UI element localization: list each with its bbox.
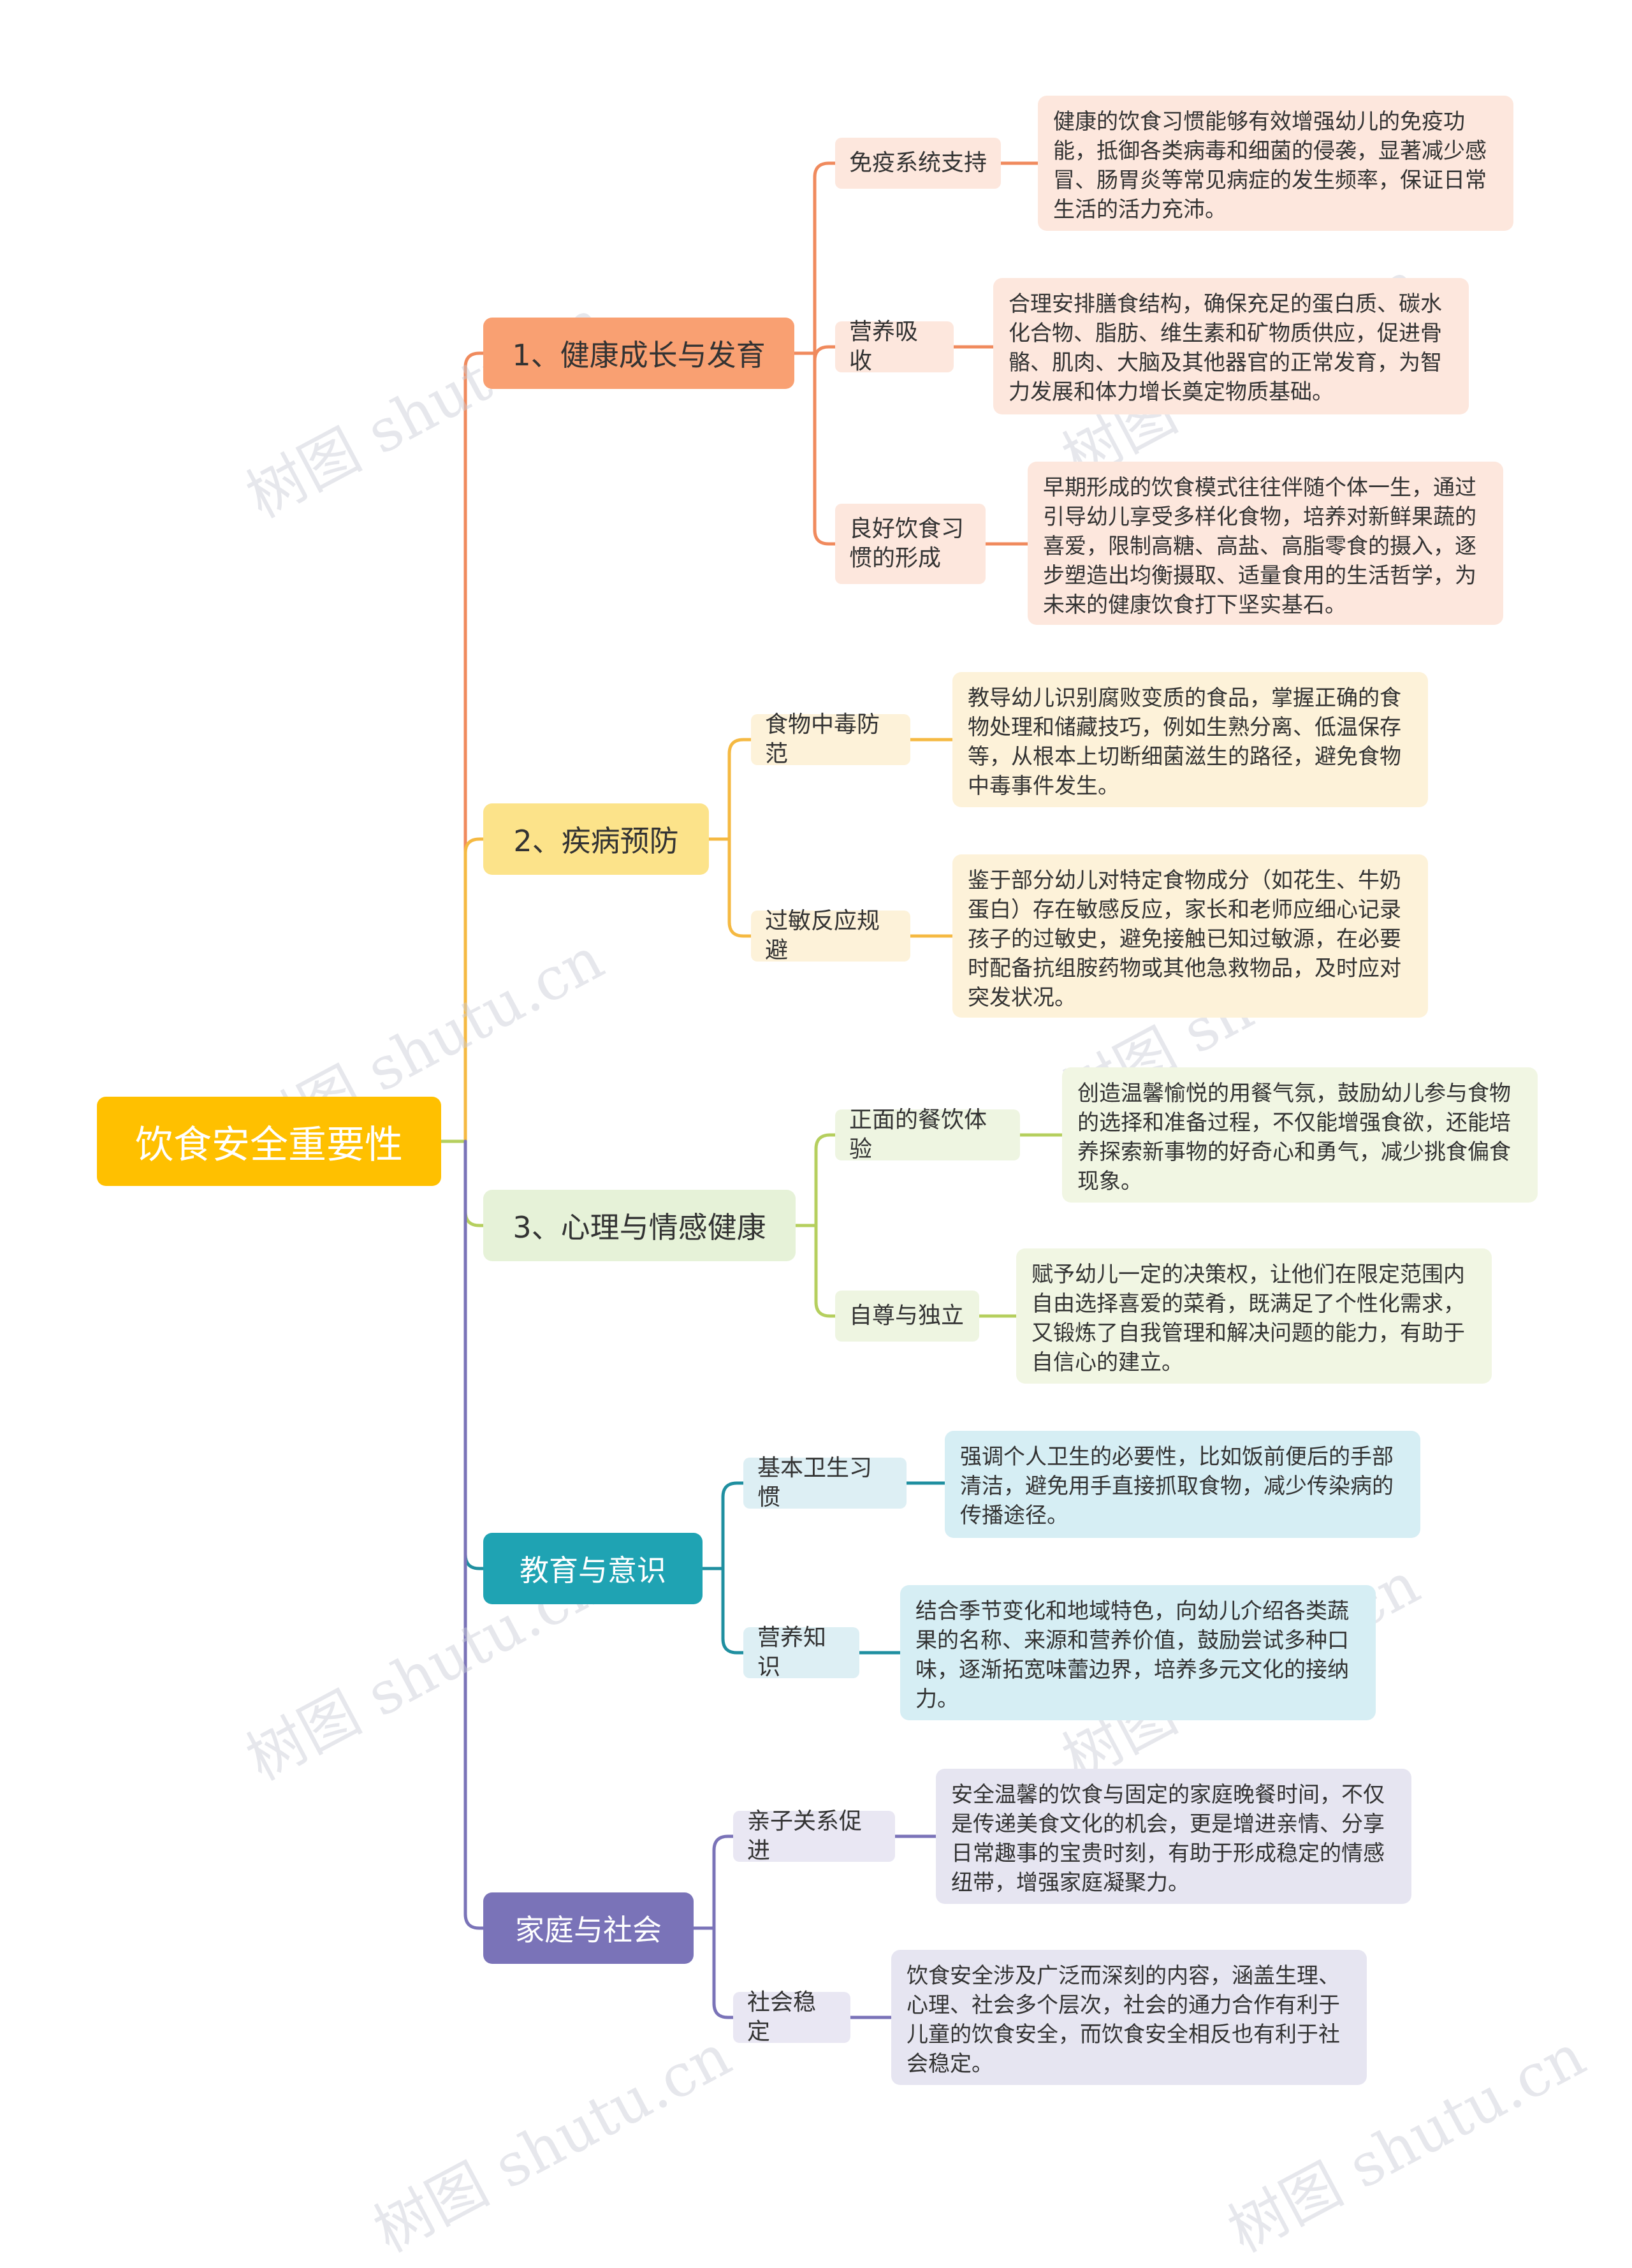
branch-education-awareness[interactable]: 教育与意识: [483, 1533, 703, 1604]
subtopic-label: 基本卫生习惯: [757, 1455, 873, 1511]
branch-health-growth[interactable]: 1、健康成长与发育: [483, 318, 794, 389]
subtopic-label: 良好饮食习惯的形成: [849, 516, 965, 571]
subtopic-eating-habits[interactable]: 良好饮食习惯的形成: [835, 504, 986, 584]
branch-label: 1、健康成长与发育: [512, 338, 766, 372]
detail-text: 健康的饮食习惯能够有效增强幼儿的免疫功能，抵御各类病毒和细菌的侵袭，显著减少感冒…: [1053, 109, 1487, 223]
root-topic[interactable]: 饮食安全重要性: [97, 1097, 441, 1186]
detail-nutrition-knowledge: 结合季节变化和地域特色，向幼儿介绍各类蔬果的名称、来源和营养价值，鼓励尝试多种口…: [900, 1585, 1376, 1720]
branch-label: 教育与意识: [520, 1553, 666, 1588]
subtopic-connector: [707, 738, 753, 841]
detail-social-stability: 饮食安全涉及广泛而深刻的内容，涵盖生理、心理、社会多个层次，社会的通力合作有利于…: [891, 1950, 1367, 2085]
subtopic-immune-support[interactable]: 免疫系统支持: [835, 138, 1001, 189]
subtopic-label: 自尊与独立: [849, 1303, 965, 1329]
branch-disease-prevention[interactable]: 2、疾病预防: [483, 803, 709, 875]
subtopic-nutrient-absorption[interactable]: 营养吸收: [835, 319, 954, 374]
subtopic-label: 亲子关系促进: [747, 1808, 863, 1864]
branch-connector: [463, 837, 485, 1143]
detail-allergy-avoidance: 鉴于部分幼儿对特定食物成分（如花生、牛奶蛋白）存在敏感反应，家长和老师应细心记录…: [952, 854, 1428, 1018]
detail-text: 安全温馨的饮食与固定的家庭晚餐时间，不仅是传递美食文化的机会，更是增进亲情、分享…: [951, 1782, 1385, 1896]
detail-nutrient-absorption: 合理安排膳食结构，确保充足的蛋白质、碳水化合物、脂肪、维生素和矿物质供应，促进骨…: [993, 278, 1469, 414]
subtopic-label: 营养吸收: [849, 319, 919, 374]
detail-food-poisoning: 教导幼儿识别腐败变质的食品，掌握正确的食物处理和储藏技巧，例如生熟分离、低温保存…: [952, 672, 1428, 807]
subtopic-connector: [792, 351, 837, 546]
subtopic-connector: [794, 1133, 837, 1227]
subtopic-connector: [701, 1481, 745, 1570]
subtopic-label: 社会稳定: [747, 1989, 817, 2045]
branch-mental-emotional-health[interactable]: 3、心理与情感健康: [483, 1190, 796, 1261]
root-topic-label: 饮食安全重要性: [135, 1122, 403, 1167]
branch-family-society[interactable]: 家庭与社会: [483, 1892, 694, 1964]
subtopic-allergy-avoidance[interactable]: 过敏反应规避: [751, 908, 910, 963]
subtopic-positive-dining[interactable]: 正面的餐饮体验: [835, 1107, 1020, 1162]
branch-connector: [463, 1139, 485, 1930]
subtopic-parent-child[interactable]: 亲子关系促进: [733, 1808, 895, 1864]
detail-text: 鉴于部分幼儿对特定食物成分（如花生、牛奶蛋白）存在敏感反应，家长和老师应细心记录…: [968, 868, 1401, 1011]
detail-text: 结合季节变化和地域特色，向幼儿介绍各类蔬果的名称、来源和营养价值，鼓励尝试多种口…: [915, 1599, 1349, 1712]
subtopic-label: 过敏反应规避: [765, 908, 880, 963]
subtopic-label: 食物中毒防范: [765, 712, 880, 767]
detail-text: 早期形成的饮食模式往往伴随个体一生，通过引导幼儿享受多样化食物，培养对新鲜果蔬的…: [1043, 475, 1476, 618]
branch-label: 3、心理与情感健康: [513, 1210, 766, 1245]
subtopic-nutrition-knowledge[interactable]: 营养知识: [743, 1625, 859, 1680]
detail-self-esteem: 赋予幼儿一定的决策权，让他们在限定范围内自由选择喜爱的菜肴，既满足了个性化需求，…: [1016, 1248, 1492, 1384]
detail-text: 赋予幼儿一定的决策权，让他们在限定范围内自由选择喜爱的菜肴，既满足了个性化需求，…: [1031, 1262, 1465, 1375]
branch-label: 家庭与社会: [515, 1913, 662, 1947]
mindmap-canvas: 树图 shutu.cn 树图 shutu.cn 树图 shutu.cn 树图 s…: [97, 96, 1596, 2265]
detail-text: 强调个人卫生的必要性，比如饭前便后的手部清洁，避免用手直接抓取食物，减少传染病的…: [960, 1444, 1394, 1528]
detail-immune-support: 健康的饮食习惯能够有效增强幼儿的免疫功能，抵御各类病毒和细菌的侵袭，显著减少感冒…: [1038, 96, 1513, 231]
detail-eating-habits: 早期形成的饮食模式往往伴随个体一生，通过引导幼儿享受多样化食物，培养对新鲜果蔬的…: [1028, 462, 1503, 625]
detail-text: 合理安排膳食结构，确保充足的蛋白质、碳水化合物、脂肪、维生素和矿物质供应，促进骨…: [1009, 291, 1442, 405]
branch-connector: [463, 1139, 485, 1227]
detail-text: 饮食安全涉及广泛而深刻的内容，涵盖生理、心理、社会多个层次，社会的通力合作有利于…: [907, 1963, 1340, 2077]
branch-connector: [463, 1139, 485, 1570]
subtopic-social-stability[interactable]: 社会稳定: [733, 1989, 850, 2045]
subtopic-food-poisoning[interactable]: 食物中毒防范: [751, 712, 910, 767]
subtopic-hygiene-habits[interactable]: 基本卫生习惯: [743, 1455, 907, 1511]
subtopic-label: 营养知识: [757, 1625, 827, 1680]
detail-text: 创造温馨愉悦的用餐气氛，鼓励幼儿参与食物的选择和准备过程，不仅能增强食欲，还能培…: [1077, 1081, 1511, 1194]
subtopic-connector: [692, 1834, 735, 1930]
subtopic-connector: [707, 837, 753, 938]
detail-text: 教导幼儿识别腐败变质的食品，掌握正确的食物处理和储藏技巧，例如生熟分离、低温保存…: [968, 685, 1401, 799]
connector-lines: [439, 161, 1064, 2019]
detail-parent-child: 安全温馨的饮食与固定的家庭晚餐时间，不仅是传递美食文化的机会，更是增进亲情、分享…: [936, 1769, 1411, 1904]
subtopic-connector: [692, 1926, 735, 2019]
branch-connector: [463, 351, 485, 1143]
subtopic-connector: [792, 161, 837, 355]
branch-label: 2、疾病预防: [513, 824, 679, 858]
subtopic-label: 免疫系统支持: [849, 150, 987, 176]
subtopic-self-esteem[interactable]: 自尊与独立: [835, 1291, 979, 1342]
detail-hygiene-habits: 强调个人卫生的必要性，比如饭前便后的手部清洁，避免用手直接抓取食物，减少传染病的…: [945, 1431, 1420, 1538]
subtopic-connector: [701, 1567, 745, 1655]
subtopic-connector: [794, 1224, 837, 1318]
subtopic-label: 正面的餐饮体验: [849, 1107, 987, 1162]
detail-positive-dining: 创造温馨愉悦的用餐气氛，鼓励幼儿参与食物的选择和准备过程，不仅能增强食欲，还能培…: [1062, 1067, 1538, 1203]
